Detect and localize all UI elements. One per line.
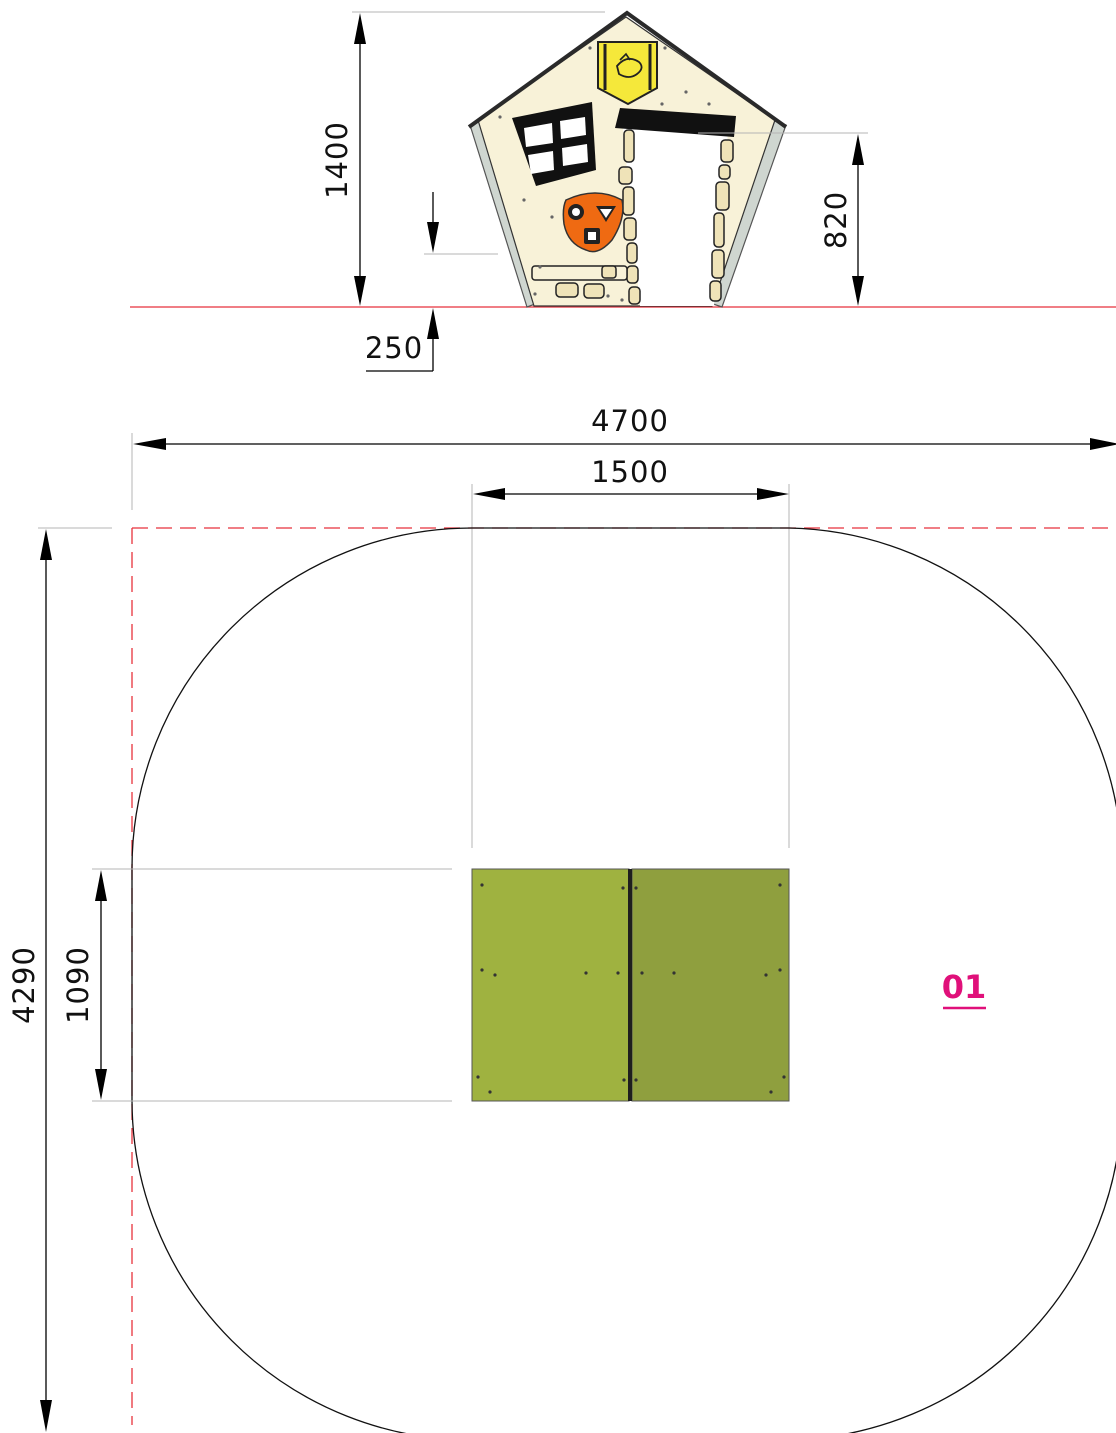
elevation-view: 1400 820 250: [130, 10, 1116, 372]
playhouse-elevation: [467, 10, 788, 308]
knight-shield: [597, 41, 658, 106]
door-opening: [623, 128, 728, 306]
entry-height-label: 820: [819, 191, 853, 249]
overall-depth-label: 4290: [7, 946, 41, 1024]
plan-view: 4700 1500 4290: [7, 404, 1116, 1433]
stones-left: [618, 129, 641, 305]
dimension-total-height: 1400: [320, 11, 605, 306]
playhouse-footprint: [471, 868, 790, 1102]
bottom-stones: [531, 265, 628, 299]
dimension-overall-depth: 4290: [7, 527, 112, 1432]
zone-label: 01: [942, 968, 987, 1006]
roof-edge: [467, 10, 788, 129]
window: [512, 102, 596, 186]
impact-area-outline: [131, 527, 1116, 1433]
door-lintel: [615, 108, 736, 137]
dimension-step-height: 250: [365, 192, 498, 372]
shape-panel: [562, 192, 624, 253]
zone-label-group: 01: [942, 968, 987, 1010]
stones-right: [709, 139, 734, 302]
equipment-depth-label: 1090: [61, 946, 95, 1024]
total-height-label: 1400: [320, 121, 354, 199]
dimension-equipment-width: 1500: [471, 455, 790, 848]
equipment-width-label: 1500: [591, 455, 669, 489]
step-height-label: 250: [365, 331, 423, 365]
roof-left-panel: [471, 868, 630, 1102]
overall-width-label: 4700: [591, 404, 669, 438]
wall-bolts: [498, 46, 711, 302]
roof-screws: [476, 883, 786, 1094]
dimension-overall-width: 4700: [131, 404, 1116, 510]
dimension-entry-height: 820: [698, 132, 868, 306]
roof-ridge: [628, 869, 632, 1101]
roof-right-panel: [631, 868, 790, 1102]
dimension-equipment-depth: 1090: [61, 868, 452, 1102]
